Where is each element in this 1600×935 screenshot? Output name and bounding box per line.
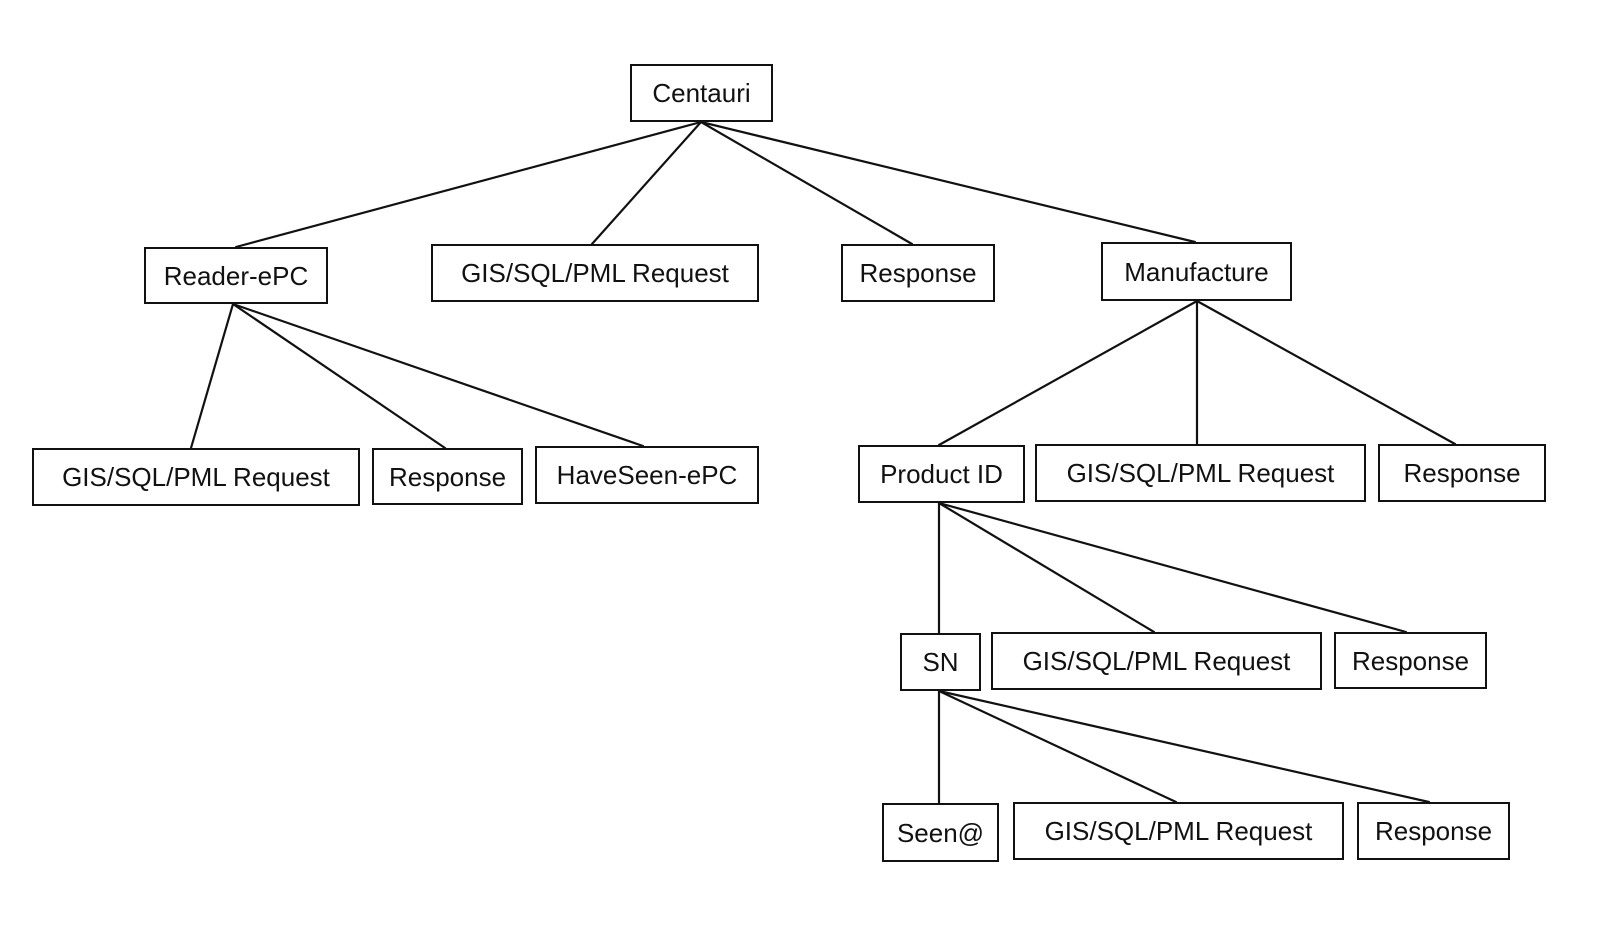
node-label: Seen@: [896, 817, 985, 848]
node-label: SN: [922, 647, 959, 677]
node-sn: SN: [900, 633, 981, 691]
node-haveseen-epc: HaveSeen-ePC: [535, 446, 759, 504]
node-product-response: Response: [1334, 632, 1487, 689]
node-manufacture: Manufacture: [1101, 242, 1292, 301]
edge-product-request: [937, 501, 1156, 634]
node-manufacture-request: GIS/SQL/PML Request: [1035, 444, 1366, 502]
node-label: HaveSeen-ePC: [556, 460, 738, 490]
node-label: Response: [1351, 645, 1470, 676]
node-centauri-response: Response: [841, 244, 995, 302]
node-centauri: Centauri: [630, 64, 773, 122]
node-label: Response: [388, 461, 507, 492]
node-product-request: GIS/SQL/PML Request: [991, 632, 1322, 690]
edge-manufacture-product: [937, 299, 1199, 447]
node-reader-response: Response: [372, 448, 523, 505]
node-label: Reader-ePC: [163, 260, 309, 291]
edge-manufacture-response: [1195, 299, 1457, 446]
node-sn-request: GIS/SQL/PML Request: [1013, 802, 1344, 860]
edge-centauri-response: [699, 120, 914, 246]
node-reader-epc: Reader-ePC: [144, 247, 328, 304]
edge-sn-request: [937, 689, 1178, 804]
edge-sn-response: [937, 689, 1431, 804]
node-label: Response: [1374, 816, 1493, 846]
edge-reader-response: [231, 302, 447, 450]
node-label: GIS/SQL/PML Request: [461, 258, 729, 288]
edge-centauri-reader: [234, 120, 703, 249]
node-label: Response: [859, 258, 977, 288]
edge-product-response: [937, 501, 1408, 634]
node-sn-response: Response: [1357, 802, 1510, 860]
node-label: GIS/SQL/PML Request: [62, 462, 330, 492]
node-label: GIS/SQL/PML Request: [1022, 646, 1291, 676]
node-seen-at: Seen@: [882, 803, 999, 862]
node-label: GIS/SQL/PML Request: [1044, 816, 1313, 846]
node-label: Centauri: [652, 78, 751, 108]
node-manufacture-response: Response: [1378, 444, 1546, 502]
node-label: Response: [1403, 458, 1521, 488]
node-centauri-request: GIS/SQL/PML Request: [431, 244, 759, 302]
edge-centauri-request: [590, 120, 703, 246]
edge-reader-haveseen: [231, 302, 645, 448]
edge-centauri-manufacture: [699, 120, 1197, 244]
edge-reader-request: [189, 302, 235, 450]
node-label: GIS/SQL/PML Request: [1066, 458, 1335, 488]
node-product-id: Product ID: [858, 445, 1025, 503]
node-label: Product ID: [880, 459, 1003, 489]
node-label: Manufacture: [1124, 256, 1269, 287]
node-reader-request: GIS/SQL/PML Request: [32, 448, 360, 506]
